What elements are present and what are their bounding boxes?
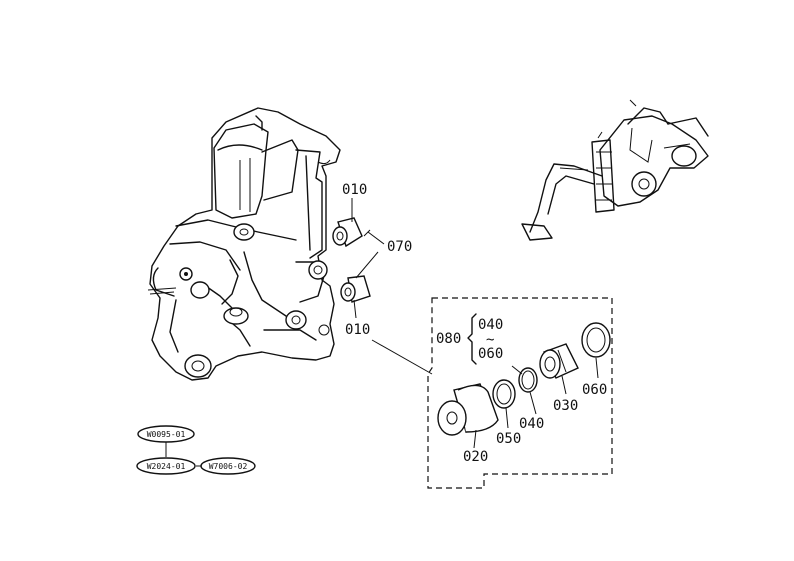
- ref-tag-w0095[interactable]: W0095-01: [147, 430, 186, 439]
- range-tilde: ~: [486, 332, 494, 348]
- bushing-lower: [340, 275, 371, 303]
- ref-tag-w2024[interactable]: W2024-01: [147, 462, 186, 471]
- callout-060-range: 060: [478, 346, 503, 362]
- exploded-view-boundary: [427, 297, 613, 489]
- part-050-ring: [492, 379, 516, 409]
- ref-tag-w0095-outline[interactable]: [137, 425, 195, 443]
- callout-080: 080: [436, 331, 461, 347]
- ref-tag-w7006[interactable]: W7006-02: [209, 462, 248, 471]
- callout-040-range: 040: [478, 317, 503, 333]
- part-060-ring: [581, 322, 611, 358]
- callout-010-upper: 010: [342, 182, 367, 198]
- bushing-upper: [332, 217, 363, 248]
- ref-tag-w2024-outline[interactable]: [136, 457, 196, 475]
- part-020-bushing: [437, 383, 499, 436]
- range-bracket: [467, 313, 477, 365]
- part-030-bushing: [539, 343, 579, 379]
- leader-lines-frame: [351, 198, 433, 375]
- part-040-ring: [518, 367, 538, 393]
- callout-070: 070: [387, 239, 412, 255]
- swing-frame-casting: [147, 107, 341, 381]
- ref-tag-w7006-outline[interactable]: [200, 457, 256, 475]
- reference-tags: W0095-01 W2024-01 W7006-02: [136, 425, 256, 475]
- leader-lines-exploded: [473, 357, 599, 449]
- backhoe-loader-inset: [521, 99, 709, 241]
- callout-010-lower: 010: [345, 322, 370, 338]
- callout-050: 050: [496, 431, 521, 447]
- callout-030: 030: [553, 398, 578, 414]
- callout-060: 060: [582, 382, 607, 398]
- callout-020: 020: [463, 449, 488, 465]
- callout-040: 040: [519, 416, 544, 432]
